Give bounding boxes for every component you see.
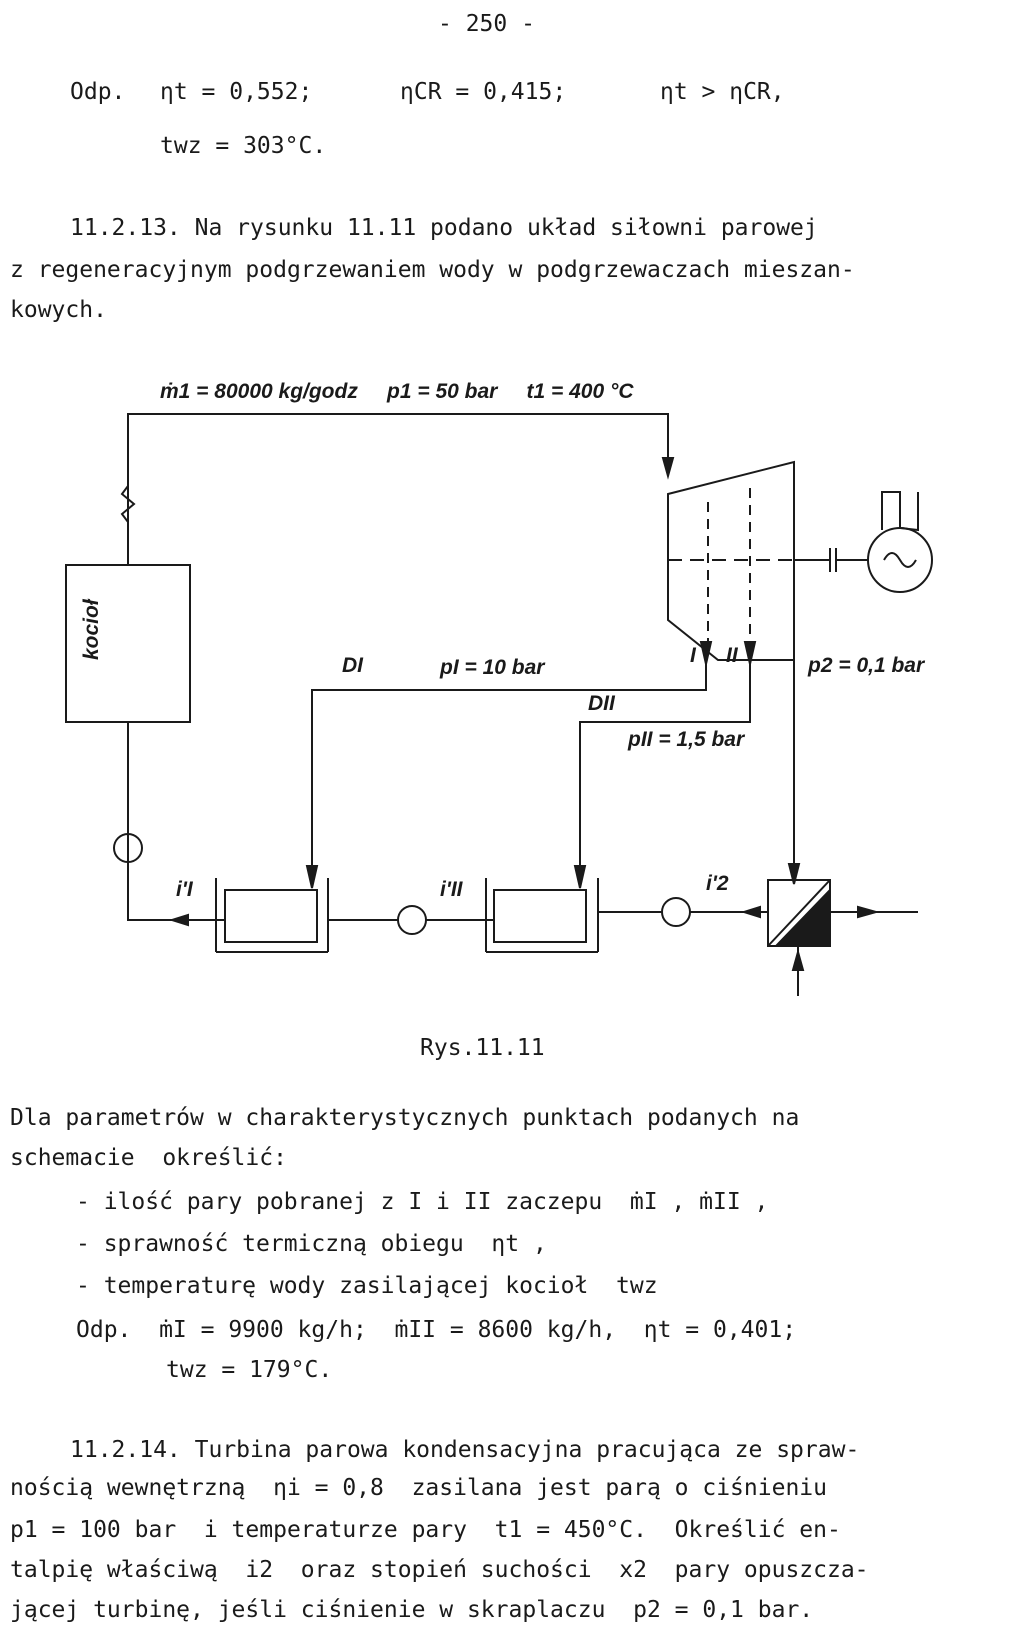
feedwater-line [127, 722, 225, 921]
extraction-I-line [311, 656, 707, 878]
label-p2: p2 = 0,1 bar [808, 654, 925, 677]
problem-14-line1: 11.2.14. Turbina parowa kondensacyjna pr… [70, 1437, 860, 1463]
pump-II [397, 905, 427, 935]
heater-II [493, 889, 587, 943]
label-iI: i'I [176, 878, 193, 901]
task-item1: - ilość pary pobranej z I i II zaczepu ṁ… [76, 1189, 769, 1215]
task-item2: - sprawność termiczną obiegu ηt , [76, 1231, 547, 1257]
label-i2: i'2 [706, 872, 729, 895]
ac-symbol-icon [883, 552, 917, 568]
problem-13-line1: 11.2.13. Na rysunku 11.11 podano układ s… [70, 215, 818, 241]
condensate-pump [661, 897, 691, 927]
figure-caption: Rys.11.11 [420, 1035, 545, 1061]
extraction-I-arrow [699, 641, 713, 665]
problem-14-line4: talpię właściwą i2 oraz stopień suchości… [10, 1557, 869, 1583]
problem-14-line3: p1 = 100 bar i temperaturze pary t1 = 45… [10, 1517, 841, 1543]
answer-eta-t: ηt = 0,552; [160, 79, 313, 105]
steam-inlet-arrow [661, 457, 675, 480]
answer-prefix: Odp. [70, 79, 126, 105]
boiler-label: kocioł [80, 599, 103, 660]
answer-eta-cr: ηCR = 0,415; [400, 79, 567, 105]
label-pI: pI = 10 bar [440, 656, 545, 679]
label-pII: pII = 1,5 bar [628, 728, 745, 751]
problem-13-line3: kowych. [10, 297, 107, 323]
extraction-II-line [579, 656, 751, 878]
problem-14-line2: nością wewnętrzną ηi = 0,8 zasilana jest… [10, 1475, 827, 1501]
task-answer2: twz = 179°C. [166, 1357, 333, 1383]
label-iII: i'II [440, 878, 463, 901]
generator-terminals [881, 491, 919, 532]
task-item3: - temperaturę wody zasilającej kocioł tw… [76, 1273, 658, 1299]
label-DII: DII [588, 692, 615, 715]
boiler-resistor-zigzag [120, 485, 136, 523]
label-II: II [726, 644, 738, 667]
extraction-II-arrow [743, 641, 757, 665]
label-I: I [690, 644, 696, 667]
turbine [667, 460, 795, 661]
task-line2: schemacie określić: [10, 1145, 287, 1171]
main-steam-line [127, 413, 669, 556]
task-answer1: Odp. ṁI = 9900 kg/h; ṁII = 8600 kg/h, ηt… [76, 1317, 797, 1343]
answer-twz: twz = 303°C. [160, 133, 327, 159]
answer-compare: ηt > ηCR, [660, 79, 785, 105]
problem-13-line2: z regeneracyjnym podgrzewaniem wody w po… [10, 257, 855, 283]
task-line1: Dla parametrów w charakterystycznych pun… [10, 1105, 800, 1131]
page-number: - 250 - [438, 11, 535, 37]
label-DI: DI [342, 654, 363, 677]
diagram-top-label: ṁ1 = 80000 kg/godz p1 = 50 bar t1 = 400 … [160, 380, 634, 403]
heater-I [224, 889, 318, 943]
problem-14-line5: jącej turbinę, jeśli ciśnienie w skrapla… [10, 1597, 814, 1623]
